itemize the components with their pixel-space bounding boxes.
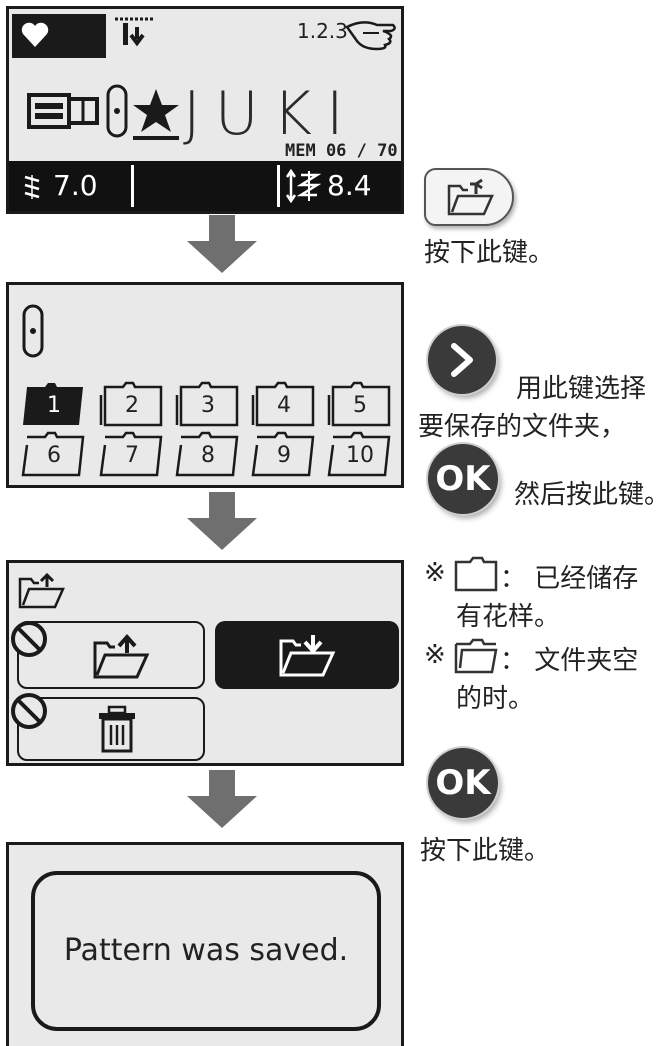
ok-key-label: OK: [435, 763, 491, 803]
status-bar: 7.0 8.4: [9, 161, 401, 211]
presser-foot-icon: [27, 93, 99, 129]
folder-number: 10: [346, 443, 374, 468]
folder-5[interactable]: 5: [327, 381, 393, 427]
needle-plate-icon: [106, 84, 128, 138]
folder-save-icon: [447, 178, 494, 216]
folder-download-icon: [279, 635, 336, 677]
folder-8[interactable]: 8: [175, 431, 241, 477]
stitch-sequence-label: 1.2.3: [297, 19, 348, 43]
down-arrow-icon: [187, 492, 257, 550]
folder-number: 8: [201, 443, 215, 468]
instruction-press-key-2: 按下此键。: [420, 836, 551, 866]
instruction-ok-then-press: 然后按此键。: [514, 480, 667, 510]
needle-plate-icon: [22, 304, 44, 358]
stitch-length-value: 7.0: [53, 169, 98, 202]
pattern-text: JUKI: [183, 79, 358, 149]
folder-4[interactable]: 4: [251, 381, 317, 427]
delete-button[interactable]: [17, 697, 205, 761]
divider: [277, 165, 280, 207]
memory-counter: MEM 06 / 70: [285, 141, 398, 161]
folder-number: 6: [47, 443, 61, 468]
folder-number: 2: [125, 393, 139, 418]
folder-number: 9: [277, 443, 291, 468]
note-stored-line1: ： 已经储存: [500, 564, 639, 594]
folder-2[interactable]: 2: [99, 381, 165, 427]
lcd-screen-folders: 1 2 3 4 5 6 7 8 9 10: [6, 282, 404, 488]
folder-save-icon: [18, 572, 65, 609]
star-icon: [133, 89, 179, 140]
folder-number: 1: [47, 393, 61, 418]
folder-upload-icon: [93, 633, 150, 679]
down-arrow-icon: [187, 770, 257, 828]
divider: [131, 165, 134, 207]
folder-number: 4: [277, 393, 291, 418]
instruction-select-line2: 要保存的文件夹，: [418, 412, 627, 442]
favorite-indicator: [12, 14, 106, 58]
folder-1[interactable]: 1: [21, 381, 87, 427]
save-folder-key[interactable]: [424, 168, 514, 226]
folder-6[interactable]: 6: [21, 431, 87, 477]
lcd-screen-save-menu: [6, 560, 404, 766]
folder-number: 7: [125, 443, 139, 468]
stitch-width-icon: [285, 169, 321, 203]
prohibited-icon: [11, 621, 47, 657]
down-arrow-icon: [187, 215, 257, 273]
trash-icon: [99, 705, 135, 753]
folder-10[interactable]: 10: [327, 431, 393, 477]
folder-stored-icon: [454, 556, 498, 592]
saved-message: Pattern was saved.: [63, 933, 349, 968]
note-mark: ※: [424, 640, 446, 670]
load-button[interactable]: [215, 621, 399, 689]
folder-7[interactable]: 7: [99, 431, 165, 477]
ok-key-label: OK: [435, 459, 491, 499]
folder-empty-icon: [454, 638, 498, 674]
folder-3[interactable]: 3: [175, 381, 241, 427]
folder-number: 5: [353, 393, 367, 418]
save-button[interactable]: [17, 621, 205, 689]
folder-number: 3: [201, 393, 215, 418]
stitch-width-value: 8.4: [327, 169, 372, 202]
chevron-right-icon: [451, 343, 473, 377]
instruction-select-line1: 用此键选择: [516, 374, 647, 404]
note-empty-line1: ： 文件夹空: [500, 646, 639, 676]
ok-key[interactable]: OK: [428, 748, 498, 818]
heart-icon: [21, 22, 49, 47]
message-dialog: Pattern was saved.: [31, 871, 381, 1031]
folder-9[interactable]: 9: [251, 431, 317, 477]
lcd-screen-main: 1.2.3 JUKI MEM 06 / 70 7.0: [6, 6, 404, 214]
hand-icon: [345, 21, 396, 51]
note-stored-line2: 有花样。: [456, 602, 561, 632]
note-mark: ※: [424, 558, 446, 588]
needle-position-icon: [115, 17, 155, 47]
stitch-length-icon: [24, 175, 40, 199]
instruction-press-key-1: 按下此键。: [424, 238, 555, 268]
prohibited-icon: [11, 693, 47, 729]
ok-key[interactable]: OK: [428, 444, 498, 514]
note-empty-line2: 的时。: [456, 684, 535, 714]
lcd-screen-confirmation: Pattern was saved.: [6, 842, 404, 1046]
next-key[interactable]: [428, 326, 496, 394]
